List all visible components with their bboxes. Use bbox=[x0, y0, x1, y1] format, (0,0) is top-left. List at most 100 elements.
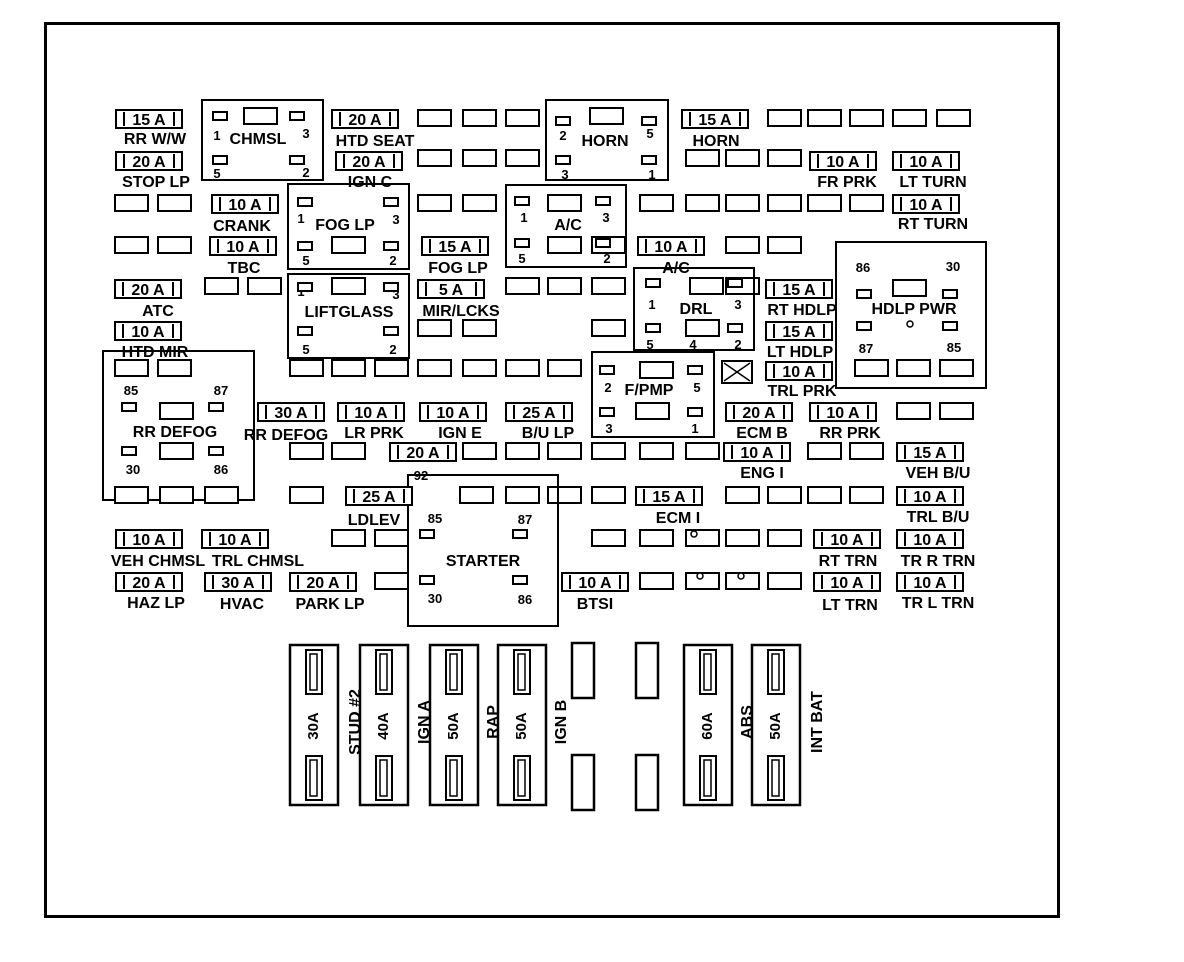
fuse-tr-r-trn[interactable]: 10 ATR R TRN bbox=[896, 529, 975, 570]
relay-pin-number: 30 bbox=[946, 259, 960, 274]
relay-pin-number: 1 bbox=[297, 211, 304, 226]
relay-terminal bbox=[121, 446, 137, 456]
relay-pin-number: 3 bbox=[302, 126, 309, 141]
fuse-amperage: 15 A bbox=[782, 324, 816, 341]
fuse-rt-hdlp[interactable]: 15 ART HDLP bbox=[765, 279, 837, 319]
relay-terminal bbox=[419, 575, 435, 585]
empty-slot bbox=[892, 279, 927, 297]
empty-slot bbox=[505, 149, 540, 167]
fuse-amperage: 10 A bbox=[226, 239, 260, 256]
fuse-amperage: 20 A bbox=[131, 282, 165, 299]
empty-slot bbox=[767, 109, 802, 127]
maxi-fuse-amperage: 50A bbox=[445, 712, 462, 740]
relay-pin-number: 3 bbox=[561, 167, 568, 182]
relay-terminal bbox=[383, 241, 399, 251]
fuse-rr-prk[interactable]: 10 ARR PRK bbox=[809, 402, 881, 442]
empty-slot bbox=[289, 442, 324, 460]
fuse-rr-defog[interactable]: 30 ARR DEFOG bbox=[244, 402, 328, 444]
fuse-amperage: 10 A bbox=[830, 532, 864, 549]
fuse-amperage: 15 A bbox=[132, 112, 166, 129]
maxi-fuse-amperage: 60A bbox=[699, 712, 716, 740]
relay-terminal bbox=[297, 282, 313, 292]
empty-slot bbox=[114, 359, 149, 377]
empty-slot bbox=[725, 194, 760, 212]
fuse-amperage: 30 A bbox=[274, 405, 308, 422]
empty-slot bbox=[159, 402, 194, 420]
relay-pin-number: 87 bbox=[859, 341, 873, 356]
relay-name: A/C bbox=[554, 217, 582, 234]
fuse-lt-turn[interactable]: 10 ALT TURN bbox=[892, 151, 967, 191]
relay-terminal bbox=[514, 196, 530, 206]
relay-pin-number: 1 bbox=[520, 210, 527, 225]
fuse-a-c[interactable]: 10 AA/C bbox=[637, 236, 705, 277]
empty-slot bbox=[114, 236, 149, 254]
empty-slot bbox=[462, 359, 497, 377]
fuse-lt-hdlp[interactable]: 15 ALT HDLP bbox=[765, 321, 834, 361]
fuse-amperage: 10 A bbox=[218, 532, 252, 549]
relay-pin-number: 5 bbox=[518, 251, 525, 266]
diode-marker bbox=[906, 320, 914, 328]
empty-slot bbox=[331, 359, 366, 377]
fuse-unlabeled[interactable]: 20 A bbox=[389, 442, 457, 462]
fuse-lr-prk[interactable]: 10 ALR PRK bbox=[337, 402, 405, 442]
fuse-fr-prk[interactable]: 10 AFR PRK bbox=[809, 151, 877, 191]
empty-slot bbox=[685, 194, 720, 212]
empty-slot bbox=[849, 109, 884, 127]
fuse-b-u-lp[interactable]: 25 AB/U LP bbox=[505, 402, 575, 442]
empty-slot bbox=[685, 149, 720, 167]
relay-name: LIFTGLASS bbox=[305, 304, 394, 321]
fuse-rr-w-w[interactable]: 15 ARR W/W bbox=[115, 109, 187, 148]
relay-terminal bbox=[645, 278, 661, 288]
fuse-amperage: 10 A bbox=[578, 575, 612, 592]
fuse-rt-trn[interactable]: 10 ART TRN bbox=[813, 529, 881, 570]
fuse-tr-l-trn[interactable]: 10 ATR L TRN bbox=[896, 572, 974, 612]
empty-slot bbox=[807, 194, 842, 212]
fuse-label: RT HDLP bbox=[767, 302, 837, 319]
fuse-label: LT TRN bbox=[822, 597, 878, 614]
fuse-lt-trn[interactable]: 10 ALT TRN bbox=[813, 572, 881, 614]
fuse-rt-turn[interactable]: 10 ART TURN bbox=[892, 194, 968, 233]
relay-pin-number: 30 bbox=[126, 462, 140, 477]
empty-slot bbox=[114, 194, 149, 212]
empty-slot bbox=[289, 486, 324, 504]
